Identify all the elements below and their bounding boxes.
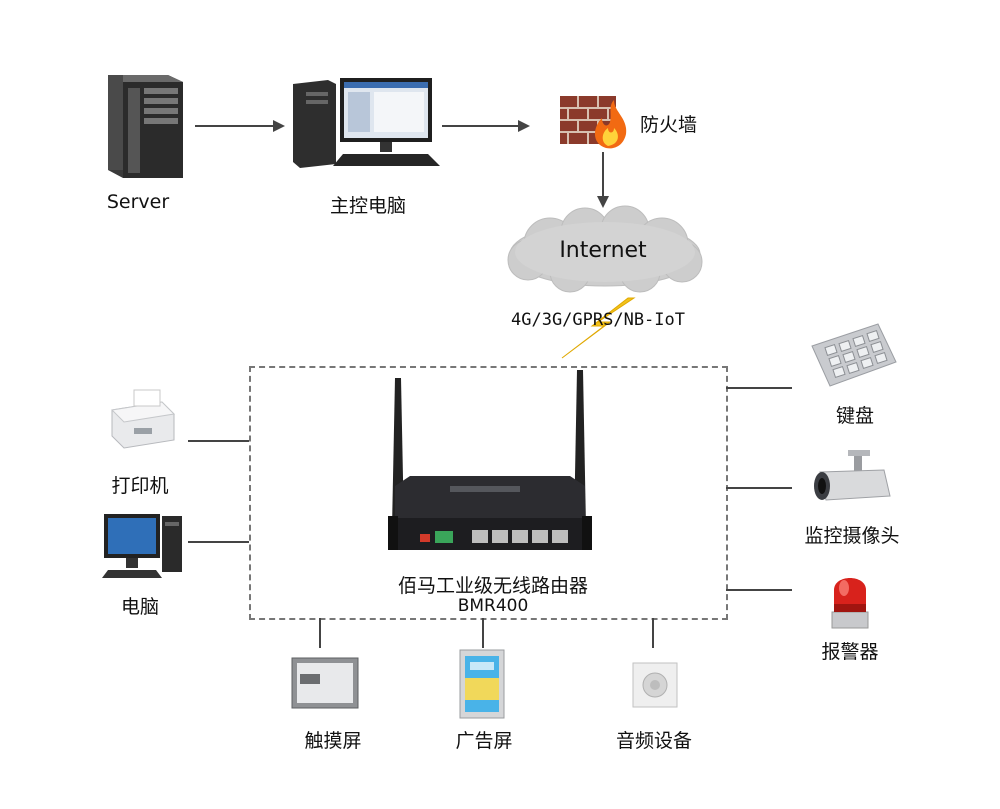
touchscreen-label: 触摸屏 bbox=[304, 730, 362, 752]
arrow-firewall-to-internet bbox=[602, 152, 604, 198]
printer-connector bbox=[188, 440, 249, 442]
touchscreen-icon bbox=[291, 657, 359, 709]
desktop-computer-icon bbox=[293, 78, 440, 168]
firewall-icon bbox=[560, 96, 627, 149]
arrow-server-to-pc bbox=[195, 125, 275, 127]
ad-screen-label: 广告屏 bbox=[455, 730, 513, 752]
ad-screen-icon bbox=[459, 649, 505, 719]
printer-icon bbox=[110, 389, 176, 449]
router-name: 佰马工业级无线路由器 bbox=[397, 575, 589, 597]
alarm-label: 报警器 bbox=[821, 641, 879, 663]
computer-connector bbox=[188, 541, 249, 543]
internet-label: Internet bbox=[559, 238, 647, 263]
arrowhead-icon bbox=[597, 196, 609, 208]
ad-screen-connector bbox=[482, 618, 484, 648]
keypad-connector bbox=[726, 387, 792, 389]
arrowhead-icon bbox=[273, 120, 285, 132]
touchscreen-connector bbox=[319, 618, 321, 648]
router-system-box bbox=[249, 366, 728, 620]
computer-icon bbox=[102, 514, 182, 578]
master-pc-label: 主控电脑 bbox=[329, 195, 407, 217]
network-label: 4G/3G/GPRS/NB-IoT bbox=[511, 310, 685, 330]
computer-label: 电脑 bbox=[120, 596, 160, 618]
server-icon bbox=[108, 75, 183, 178]
arrowhead-icon bbox=[518, 120, 530, 132]
router-icon bbox=[388, 370, 592, 550]
keypad-label: 键盘 bbox=[835, 405, 875, 427]
speaker-icon bbox=[632, 662, 678, 708]
camera-connector bbox=[726, 487, 792, 489]
audio-label: 音频设备 bbox=[615, 730, 693, 752]
internet-cloud-icon bbox=[507, 205, 703, 293]
alarm-connector bbox=[726, 589, 792, 591]
audio-connector bbox=[652, 618, 654, 648]
alarm-light-icon bbox=[831, 578, 869, 629]
camera-icon bbox=[814, 450, 891, 501]
printer-label: 打印机 bbox=[111, 475, 169, 497]
keypad-icon bbox=[811, 323, 897, 387]
camera-label: 监控摄像头 bbox=[804, 525, 900, 547]
arrow-pc-to-firewall bbox=[442, 125, 520, 127]
firewall-label: 防火墙 bbox=[640, 114, 698, 136]
lightning-icon bbox=[561, 297, 636, 359]
router-model: BMR400 bbox=[457, 596, 529, 616]
server-label: Server bbox=[106, 191, 170, 213]
